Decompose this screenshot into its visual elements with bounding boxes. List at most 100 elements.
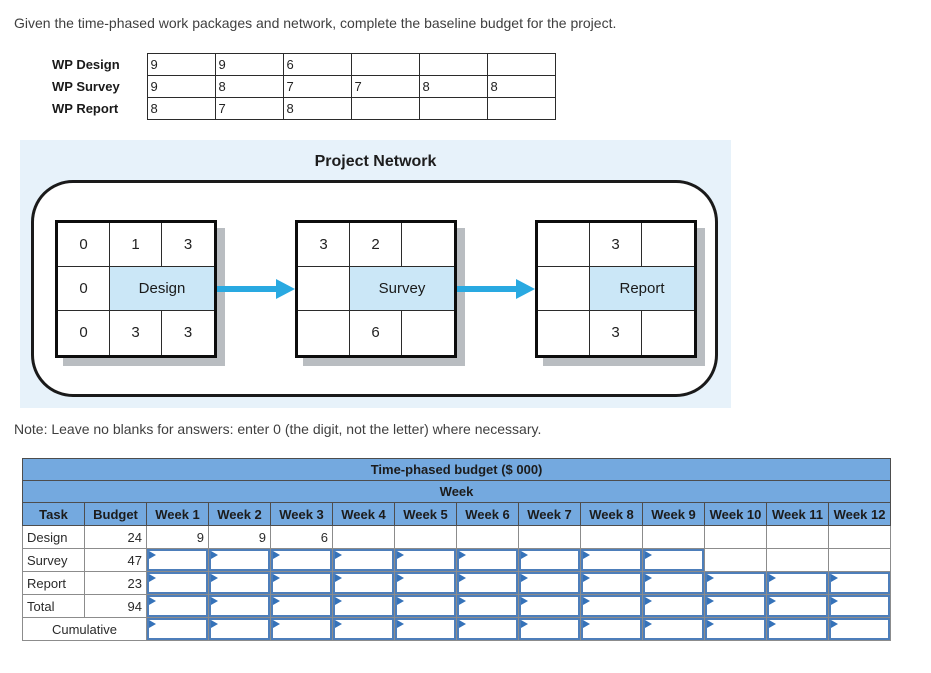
answer-input[interactable] (209, 549, 270, 571)
node-design: 0 1 3 0 Design 0 3 3 (55, 219, 217, 358)
answer-input[interactable] (333, 572, 394, 594)
answer-input[interactable] (705, 618, 766, 640)
col-week-3: Week 3 (270, 502, 333, 526)
budget-cell: 24 (84, 525, 147, 549)
survey-duration: 6 (350, 310, 402, 355)
wp-row-report: WP Report 8 7 8 (52, 97, 556, 120)
answer-input[interactable] (271, 618, 332, 640)
week-cell (642, 525, 705, 549)
task-cell: Report (22, 571, 85, 595)
answer-input[interactable] (705, 572, 766, 594)
answer-input[interactable] (333, 549, 394, 571)
survey-id: 2 (350, 222, 402, 267)
wp-design-cell-2: 9 (214, 53, 284, 76)
survey-early-finish (402, 222, 454, 267)
budget-cell: 94 (84, 594, 147, 618)
flag-icon (335, 551, 342, 559)
col-week-11: Week 11 (766, 502, 829, 526)
flag-icon (149, 620, 156, 628)
answer-input[interactable] (643, 549, 704, 571)
flag-icon (335, 597, 342, 605)
flag-icon (397, 551, 404, 559)
col-week-4: Week 4 (332, 502, 395, 526)
answer-input[interactable] (829, 595, 890, 617)
col-week-12: Week 12 (827, 502, 892, 526)
node-report: 3 Report 3 (535, 219, 697, 358)
flag-icon (707, 574, 714, 582)
answer-input[interactable] (829, 618, 890, 640)
answer-input[interactable] (209, 572, 270, 594)
survey-row: Survey 47 (22, 548, 892, 572)
flag-icon (769, 597, 776, 605)
answer-input[interactable] (643, 618, 704, 640)
flag-icon (273, 597, 280, 605)
flag-icon (335, 620, 342, 628)
answer-input[interactable] (457, 572, 518, 594)
flag-icon (211, 597, 218, 605)
wp-design-cell-3: 6 (282, 53, 352, 76)
wp-row-design: WP Design 9 9 6 (52, 53, 556, 76)
design-id: 1 (110, 222, 162, 267)
flag-icon (645, 574, 652, 582)
answer-input[interactable] (209, 618, 270, 640)
answer-input[interactable] (581, 549, 642, 571)
week-cell (827, 548, 892, 572)
week-cell (704, 525, 767, 549)
answer-input[interactable] (519, 549, 580, 571)
col-week-9: Week 9 (642, 502, 705, 526)
flag-icon (273, 620, 280, 628)
wp-survey-cell-4: 7 (350, 75, 420, 98)
answer-input[interactable] (333, 595, 394, 617)
wp-report-cell-3: 8 (282, 97, 352, 120)
answer-input[interactable] (147, 572, 208, 594)
answer-input[interactable] (643, 572, 704, 594)
answer-input[interactable] (271, 549, 332, 571)
answer-input[interactable] (209, 595, 270, 617)
network-boundary: 0 1 3 0 Design 0 3 3 3 2 Survey 6 (31, 180, 718, 397)
answer-input[interactable] (457, 618, 518, 640)
answer-input[interactable] (395, 549, 456, 571)
design-row: Design 24 9 9 6 (22, 525, 892, 549)
week-cell (518, 525, 581, 549)
answer-input[interactable] (767, 595, 828, 617)
wp-row-survey: WP Survey 9 8 7 7 8 8 (52, 75, 556, 98)
answer-input[interactable] (519, 572, 580, 594)
report-id: 3 (590, 222, 642, 267)
network-title: Project Network (314, 153, 437, 170)
answer-input[interactable] (705, 595, 766, 617)
flag-icon (583, 620, 590, 628)
answer-input[interactable] (147, 618, 208, 640)
answer-input[interactable] (395, 595, 456, 617)
answer-input[interactable] (457, 595, 518, 617)
answer-input[interactable] (581, 572, 642, 594)
answer-input[interactable] (581, 595, 642, 617)
answer-input[interactable] (767, 572, 828, 594)
answer-input[interactable] (829, 572, 890, 594)
report-late-finish (642, 310, 694, 355)
node-survey: 3 2 Survey 6 (295, 219, 457, 358)
answer-input[interactable] (395, 618, 456, 640)
flag-icon (769, 574, 776, 582)
flow-arrow-icon (457, 278, 535, 299)
cumulative-row: Cumulative (22, 617, 892, 641)
answer-input[interactable] (333, 618, 394, 640)
answer-input[interactable] (395, 572, 456, 594)
answer-input[interactable] (643, 595, 704, 617)
week-cell (394, 525, 457, 549)
answer-input[interactable] (147, 549, 208, 571)
week-cell (766, 548, 829, 572)
survey-early-start: 3 (298, 222, 350, 267)
question-text: Given the time-phased work packages and … (14, 15, 617, 31)
col-week-10: Week 10 (704, 502, 767, 526)
answer-input[interactable] (271, 595, 332, 617)
answer-input[interactable] (457, 549, 518, 571)
answer-input[interactable] (519, 595, 580, 617)
week-cell (766, 525, 829, 549)
answer-input[interactable] (271, 572, 332, 594)
flag-icon (521, 597, 528, 605)
answer-input[interactable] (581, 618, 642, 640)
answer-input[interactable] (519, 618, 580, 640)
answer-input[interactable] (147, 595, 208, 617)
flag-icon (397, 597, 404, 605)
answer-input[interactable] (767, 618, 828, 640)
